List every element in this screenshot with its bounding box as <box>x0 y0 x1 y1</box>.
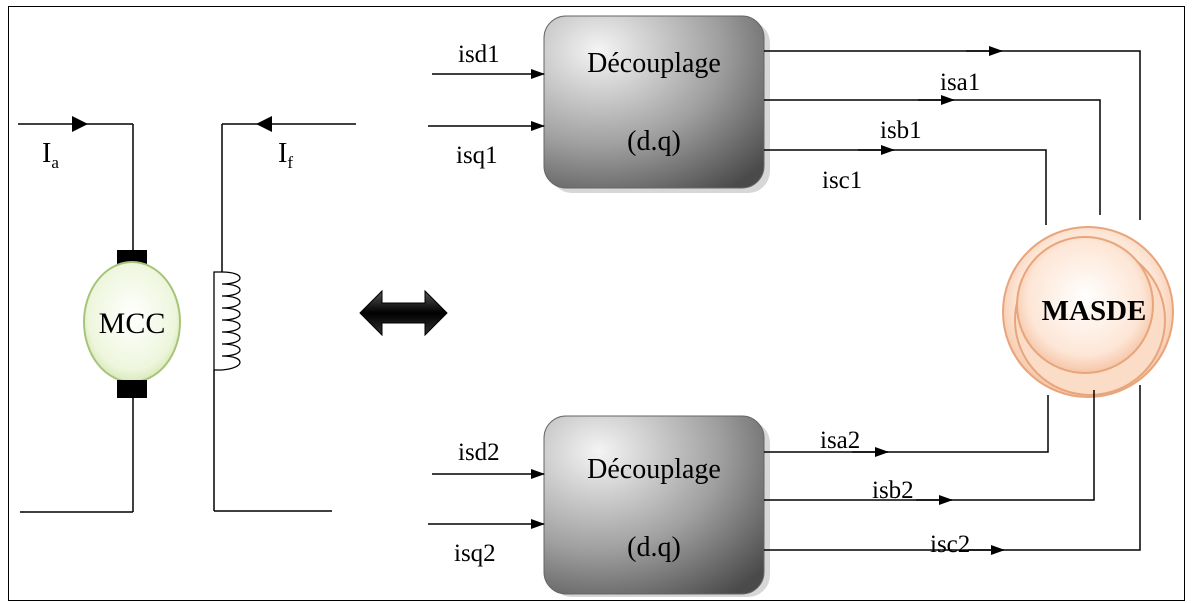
input-isd1-label: isd1 <box>458 41 500 68</box>
decoupling-top-title: Découplage <box>587 48 721 79</box>
field-coil <box>213 271 241 371</box>
output-isb2-wire <box>764 390 1095 501</box>
decoupling-block-top: Découplage (d.q) <box>543 15 770 193</box>
dc-motor-group: Ia MCC If <box>18 116 356 513</box>
decoupling-block-bottom-box <box>543 415 765 595</box>
masde-machine: MASDE <box>1002 226 1174 398</box>
decoupling-block-top-box <box>543 15 765 189</box>
decoupling-top-subtitle: (d.q) <box>627 126 681 157</box>
output-isa1-label: isa1 <box>940 69 980 96</box>
equivalence-double-arrow <box>359 289 448 337</box>
frame-border <box>8 6 1185 601</box>
output-isb1-wire <box>764 99 1101 215</box>
output-isc1-label: isc1 <box>822 167 862 194</box>
field-current-arrow <box>256 116 272 132</box>
mcc-motor-label: MCC <box>99 307 166 340</box>
output-isb1-label: isb1 <box>880 117 922 144</box>
input-isd2-label: isd2 <box>458 439 500 466</box>
output-isa2-label: isa2 <box>820 427 860 454</box>
decoupling-block-bottom: Découplage (d.q) <box>543 415 770 597</box>
armature-current-label: Ia <box>42 138 59 172</box>
output-isc2-wire <box>764 385 1141 551</box>
output-isc1-wire <box>764 149 1047 225</box>
decoupling-bottom-subtitle: (d.q) <box>627 532 681 563</box>
masde-label: MASDE <box>1042 295 1147 327</box>
decoupling-bottom-title: Découplage <box>587 454 721 485</box>
input-isq2-label: isq2 <box>454 540 496 567</box>
output-isa1-wire <box>764 50 1141 220</box>
brush-bottom <box>117 380 147 398</box>
input-isq1-label: isq1 <box>456 142 498 169</box>
field-current-label: If <box>278 138 293 172</box>
output-isb2-label: isb2 <box>872 477 914 504</box>
output-isa2-wire <box>764 395 1049 453</box>
armature-current-arrow <box>72 116 88 132</box>
output-isc2-label: isc2 <box>930 531 970 558</box>
